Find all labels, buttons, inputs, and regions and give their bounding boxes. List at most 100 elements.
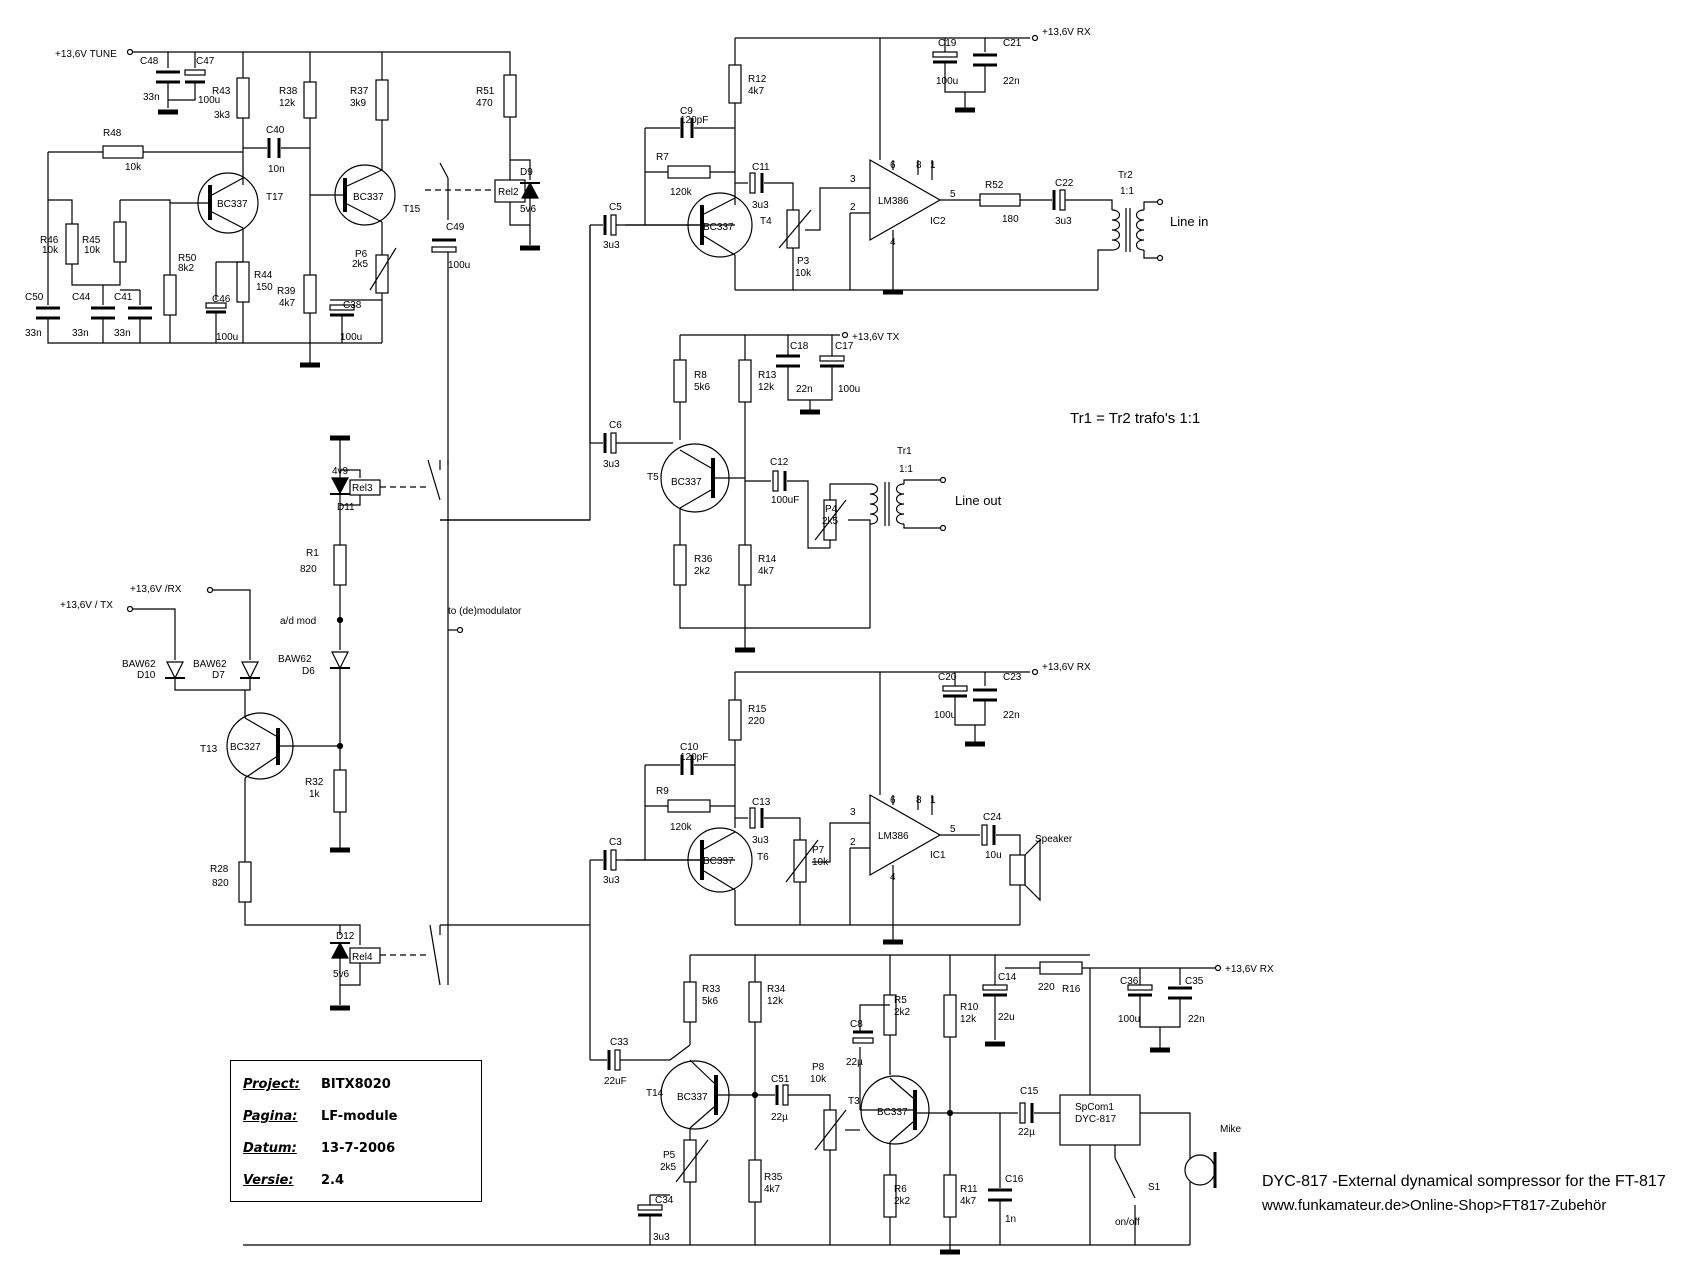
label-R16: R16: [1062, 984, 1081, 995]
value-R38: 12k: [279, 98, 296, 109]
ic1-pin-4: 4: [890, 872, 896, 883]
value-C33: 22uF: [604, 1076, 627, 1087]
value-C41: 33n: [114, 328, 131, 339]
value-R15: 220: [748, 716, 765, 727]
value-C21: 22n: [1003, 76, 1020, 87]
supply-labels: +13,6V TUNE +13,6V RX +13,6V TX +13,6V R…: [55, 27, 1274, 975]
label-D7: D7: [212, 670, 225, 681]
label-C24: C24: [983, 812, 1002, 823]
label-R1: R1: [306, 548, 319, 559]
speaker-amp-section: [589, 671, 1041, 1060]
value-C10: 120pF: [680, 752, 708, 763]
label-IC1: IC1: [930, 850, 946, 861]
label-R52: R52: [985, 180, 1004, 191]
label-C40: C40: [266, 125, 285, 136]
value-C13: 3u3: [752, 835, 769, 846]
label-C22: C22: [1055, 178, 1074, 189]
value-R28: 820: [212, 878, 229, 889]
supply-rx-bottom-label: +13,6V RX: [1225, 964, 1274, 975]
speaker-label: Speaker: [1035, 834, 1073, 845]
mic-compressor-section: [243, 954, 1217, 1252]
label-IC2: IC2: [930, 216, 946, 227]
label-Rel2: Rel2: [498, 187, 519, 198]
value-R12: 4k7: [748, 86, 765, 97]
page-value: LF-module: [321, 1109, 398, 1124]
label-R38: R38: [279, 86, 298, 97]
date-value: 13-7-2006: [321, 1141, 396, 1156]
label-C47: C47: [196, 56, 215, 67]
label-C15: C15: [1020, 1086, 1039, 1097]
supply-rx-left-label: +13,6V /RX: [130, 584, 182, 595]
value-P8: 10k: [810, 1074, 827, 1085]
value-C9: 120pF: [680, 115, 708, 126]
label-S1: S1: [1148, 1182, 1161, 1193]
value-P5: 2k5: [660, 1162, 677, 1173]
label-C33: C33: [610, 1037, 629, 1048]
label-C8: C8: [850, 1019, 863, 1030]
value-C50: 33n: [25, 328, 42, 339]
label-R43: R43: [212, 86, 231, 97]
value-R52: 180: [1002, 214, 1019, 225]
value-P6: 2k5: [352, 259, 369, 270]
value-R46: 10k: [42, 245, 59, 256]
project-value: BITX8020: [321, 1077, 391, 1092]
label-Tr2: Tr2: [1118, 170, 1133, 181]
value-R11: 4k7: [960, 1196, 977, 1207]
trafo-note: Tr1 = Tr2 trafo's 1:1: [1070, 410, 1200, 427]
value-R1: 820: [300, 564, 317, 575]
label-R13: R13: [758, 370, 777, 381]
label-T15: T15: [403, 204, 421, 215]
value-S1: on/off: [1115, 1217, 1140, 1228]
description-line-1: DYC-817 -External dynamical sompressor f…: [1262, 1173, 1666, 1190]
ic1-pin-1: 1: [930, 795, 936, 806]
tune-oscillator-section: [36, 51, 540, 460]
label-C50: C50: [25, 292, 44, 303]
value-R8: 5k6: [694, 382, 711, 393]
label-R8: R8: [694, 370, 707, 381]
label-Tr1: Tr1: [897, 446, 912, 457]
label-P3: P3: [797, 256, 810, 267]
supply-tx-label: +13,6V TX: [852, 332, 900, 343]
label-C19: C19: [938, 38, 957, 49]
label-T5: T5: [647, 472, 659, 483]
label-D12: D12: [336, 931, 355, 942]
value-R51: 470: [476, 98, 493, 109]
value-C20: 100u: [934, 710, 956, 721]
project-row: Project:BITX8020: [243, 1077, 391, 1092]
value-C12: 100uF: [771, 495, 799, 506]
label-R45: R45: [82, 235, 101, 246]
label-T3: T3: [848, 1096, 860, 1107]
label-R46: R46: [40, 235, 59, 246]
description-line-2: www.funkamateur.de>Online-Shop>FT817-Zub…: [1261, 1197, 1606, 1214]
value-D12: 5v6: [333, 969, 350, 980]
value-Tr2: 1:1: [1120, 186, 1134, 197]
value-P7: 10k: [812, 857, 829, 868]
ic1-pin-6: 6: [890, 795, 896, 806]
type-IC1: LM386: [878, 831, 909, 842]
value-C34: 3u3: [653, 1232, 670, 1243]
value-R44: 150: [256, 282, 273, 293]
value-D9: 5v6: [520, 204, 537, 215]
ic2-pin-6: 6: [890, 160, 896, 171]
ic1-pin-2: 2: [850, 837, 856, 848]
label-R44: R44: [254, 270, 273, 281]
label-R12: R12: [748, 74, 767, 85]
value-R14: 4k7: [758, 566, 775, 577]
value-R7: 120k: [670, 187, 693, 198]
label-R51: R51: [476, 86, 495, 97]
label-P7: P7: [812, 845, 825, 856]
label-C51: C51: [771, 1074, 790, 1085]
label-R10: R10: [960, 1002, 979, 1013]
ic2-pin-8: 8: [916, 160, 922, 171]
type-T15: BC337: [353, 192, 384, 203]
label-D10: D10: [137, 670, 156, 681]
value-R50: 8k2: [178, 263, 195, 274]
label-R48: R48: [103, 128, 122, 139]
value-R37: 3k9: [350, 98, 367, 109]
value-SpCom1: DYC-817: [1075, 1114, 1117, 1125]
value-C35: 22n: [1188, 1014, 1205, 1025]
label-C12: C12: [770, 457, 789, 468]
value-C8: 22µ: [846, 1057, 863, 1068]
value-C22: 3u3: [1055, 216, 1072, 227]
